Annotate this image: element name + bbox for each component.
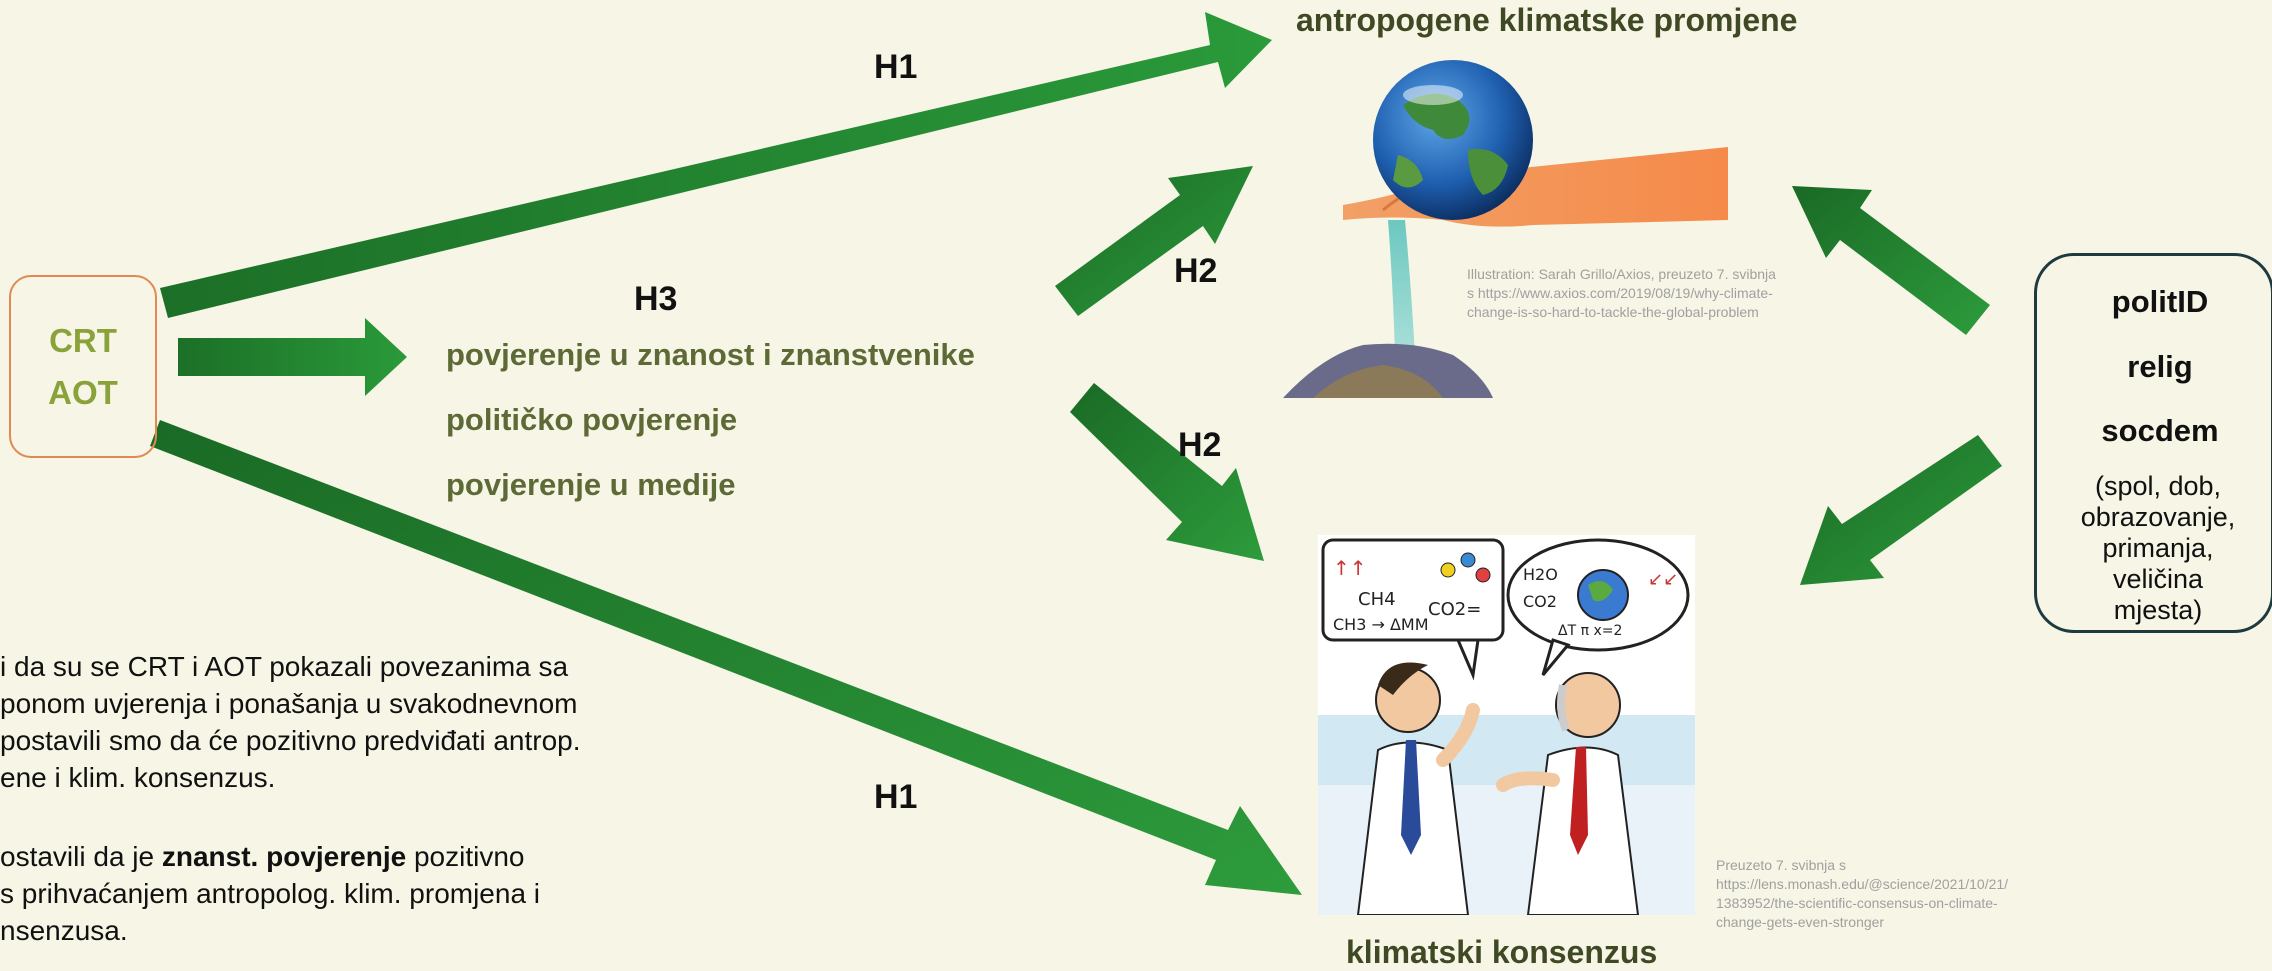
body-paragraph-2: ostavili da je znanst. povjerenje poziti…: [0, 838, 540, 949]
trust-item-science: povjerenje u znanost i znanstvenike: [446, 337, 975, 372]
svg-text:CO2: CO2: [1523, 592, 1557, 611]
top-title: antropogene klimatske promjene: [1296, 2, 1798, 38]
trust-item-media: povjerenje u medije: [446, 467, 736, 502]
crt-label: CRT: [49, 321, 117, 359]
covariate-politid: politID: [2111, 284, 2209, 319]
svg-text:CO2=: CO2=: [1428, 599, 1481, 620]
aot-label: AOT: [48, 373, 118, 411]
svg-text:↑↑: ↑↑: [1333, 556, 1367, 580]
svg-text:CH4: CH4: [1358, 589, 1396, 610]
body-paragraph-1: i da su se CRT i AOT pokazali povezanima…: [0, 651, 581, 793]
covariate-socdem: socdem: [2101, 413, 2219, 448]
earth-in-hand-illustration: [1283, 60, 1728, 398]
bottom-title: klimatski konsenzus: [1346, 934, 1658, 970]
svg-text:CH3 → ΔMM: CH3 → ΔMM: [1333, 615, 1429, 634]
h2-bottom-label: H2: [1178, 426, 1222, 464]
arrow-h2-top: [1055, 166, 1253, 316]
covariate-relig: relig: [2127, 349, 2193, 384]
svg-text:↙↙: ↙↙: [1648, 569, 1678, 590]
body-paragraph-2-line1: ostavili da je znanst. povjerenje poziti…: [0, 841, 525, 872]
h2-top-label: H2: [1174, 252, 1218, 290]
arrow-h1-top: [160, 12, 1272, 318]
scientists-credit: Preuzeto 7. svibnja s https://lens.monas…: [1716, 857, 2009, 930]
arrow-h2-bottom: [1070, 383, 1264, 561]
socdem-note: (spol, dob, obrazovanje, primanja, velič…: [2080, 471, 2236, 625]
h3-label: H3: [634, 280, 678, 318]
arrow-right-to-earth: [1792, 186, 1990, 335]
earth-credit: Illustration: Sarah Grillo/Axios, preuze…: [1467, 266, 1776, 320]
svg-text:H2O: H2O: [1523, 565, 1558, 584]
two-scientists-illustration: ↑↑ CH4 CO2= CH3 → ΔMM H2O CO2 ↙↙ ΔT π x=…: [1318, 535, 1695, 915]
trust-item-political: političko povjerenje: [446, 402, 738, 437]
arrow-h1-bottom: [150, 420, 1302, 895]
crt-aot-box: CRT AOT: [9, 275, 157, 458]
arrow-right-to-scientists: [1800, 435, 2002, 585]
svg-text:ΔT π x=2: ΔT π x=2: [1558, 623, 1622, 639]
h1-bottom-label: H1: [874, 778, 918, 816]
arrow-h3: [178, 318, 407, 396]
h1-top-label: H1: [874, 48, 918, 86]
covariates-box: politID relig socdem (spol, dob, obrazov…: [2034, 253, 2272, 633]
